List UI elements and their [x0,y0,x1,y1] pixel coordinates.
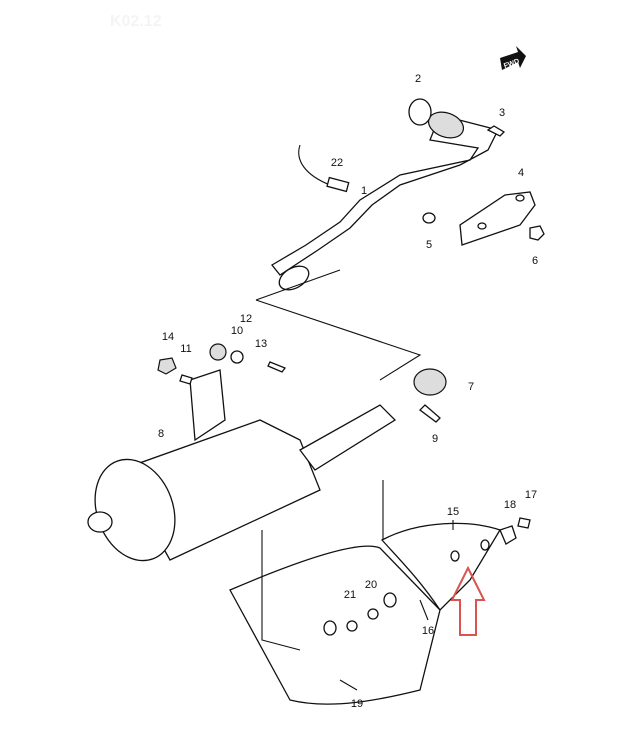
callout-8: 8 [158,428,164,440]
washer [422,212,436,224]
washer [230,350,244,364]
callout-10: 10 [231,325,243,337]
washer [346,620,358,632]
callout-2: 2 [415,73,421,85]
callout-17: 17 [525,489,537,501]
callout-18: 18 [504,499,516,511]
callout-9: 9 [432,433,438,445]
callout-5: 5 [426,239,432,251]
pipe-connector [413,368,447,396]
bolt [419,404,441,423]
highlight-arrow-icon [450,565,486,636]
callout-12: 12 [240,313,252,325]
bolt [367,608,379,620]
gasket [408,98,432,126]
watermark: K02.12 [110,13,162,30]
exhaust-pipe [271,111,499,291]
callout-3: 3 [499,107,505,119]
muffler [87,369,397,562]
bolt [179,374,193,385]
callout-19: 19 [351,698,363,710]
callout-6: 6 [532,255,538,267]
callout-20: 20 [365,579,377,591]
callout-16: 16 [422,625,434,637]
collar [499,525,517,545]
nut [157,357,177,375]
nut [529,225,545,241]
bolt [517,517,531,529]
grommet [209,343,227,361]
fwd-arrow-icon: FWD [500,46,526,70]
callout-14: 14 [162,331,174,343]
bolt [486,125,506,137]
callout-4: 4 [518,167,524,179]
callout-15: 15 [447,506,459,518]
callout-1: 1 [361,185,367,197]
bracket [459,191,536,246]
sensor-wire [298,144,331,186]
o2-sensor [326,176,350,193]
bolt [267,361,287,373]
callout-13: 13 [255,338,267,350]
callout-11: 11 [180,343,191,355]
callout-21: 21 [344,589,356,601]
callout-7: 7 [468,381,474,393]
callout-22: 22 [331,157,343,169]
